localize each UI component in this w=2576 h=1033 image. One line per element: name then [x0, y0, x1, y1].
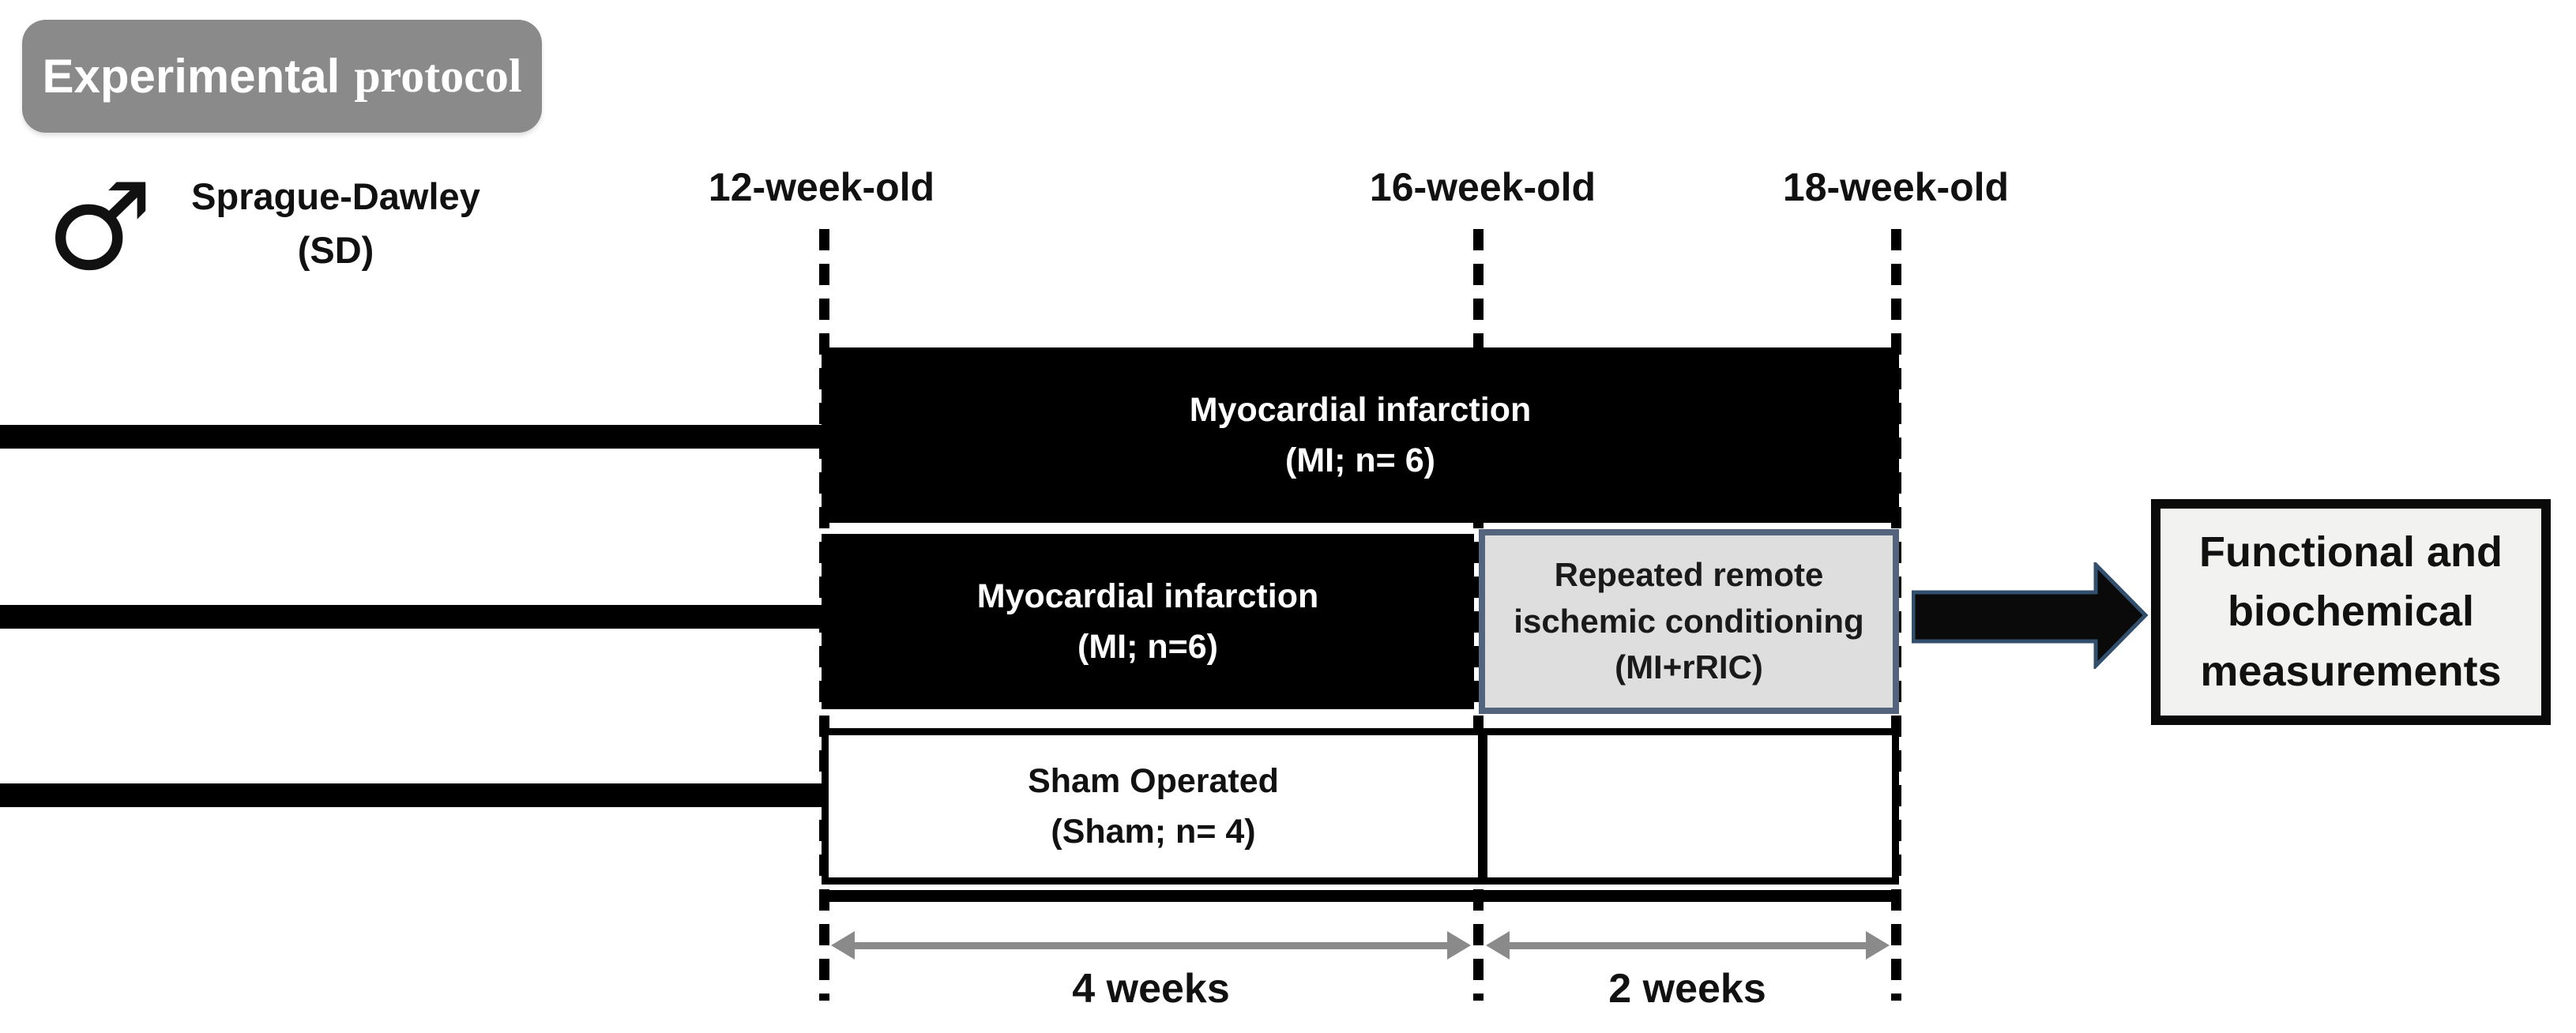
arrow-head-left-icon [1486, 931, 1510, 960]
outcome-line1: Functional and [2199, 528, 2503, 576]
outcome-arrow-icon [1912, 562, 2149, 669]
arrow-head-right-icon [1866, 931, 1890, 960]
outcome-box: Functional and biochemical measurements [2151, 499, 2551, 725]
duration-arrow-4-weeks [831, 931, 1471, 960]
title-badge: Experimental protocol [22, 20, 542, 133]
outcome-line3: measurements [2200, 647, 2502, 695]
group-mi-rric-line2: (MI; n=6) [1077, 628, 1218, 666]
group-mi-line2: (MI; n= 6) [1285, 441, 1435, 479]
group-mi-rric-line1: Myocardial infarction [976, 577, 1319, 615]
duration-label-2-weeks: 2 weeks [1608, 966, 1766, 1012]
intervention-box-rric: Repeated remote ischemic conditioning (M… [1479, 529, 1899, 714]
title-badge-word-serif: protocol [354, 50, 522, 102]
intervention-line2: ischemic conditioning [1514, 602, 1864, 640]
outcome-line2: biochemical [2227, 588, 2475, 636]
group-sham-text-cell: Sham Operated (Sham; n= 4) [829, 735, 1478, 877]
arrow-head-right-icon [1447, 931, 1471, 960]
timeline-baseline-bar [822, 890, 1899, 902]
title-badge-word-sans: Experimental [42, 50, 340, 103]
group-box-sham: Sham Operated (Sham; n= 4) [822, 728, 1899, 885]
subject-strain-line1: Sprague-Dawley [191, 175, 480, 217]
subject-strain-line2: (SD) [297, 229, 374, 272]
intervention-line3: (MI+rRIC) [1615, 648, 1763, 686]
male-symbol-icon: ♂ [46, 157, 154, 297]
lead-bar-group-mi-rric [0, 605, 825, 629]
lead-bar-group-sham [0, 783, 825, 807]
group-box-mi-rric: Myocardial infarction (MI; n=6) [822, 534, 1474, 709]
group-box-mi: Myocardial infarction (MI; n= 6) [822, 347, 1899, 523]
group-mi-line1: Myocardial infarction [1189, 390, 1532, 429]
duration-label-4-weeks: 4 weeks [1072, 966, 1230, 1012]
timepoint-label-16wk: 16-week-old [1369, 165, 1596, 209]
duration-arrow-2-weeks [1486, 931, 1890, 960]
arrow-head-left-icon [831, 931, 855, 960]
group-sham-16wk-divider [1478, 735, 1487, 877]
group-sham-line1: Sham Operated [1028, 761, 1279, 800]
intervention-line1: Repeated remote [1554, 555, 1824, 593]
group-sham-line2: (Sham; n= 4) [1051, 813, 1256, 851]
arrow-shaft [1506, 942, 1869, 949]
arrow-shaft [852, 942, 1450, 949]
subject-strain-label: Sprague-Dawley (SD) [158, 170, 513, 277]
timepoint-label-18wk: 18-week-old [1782, 165, 2010, 209]
lead-bar-group-mi [0, 425, 825, 449]
timepoint-label-12wk: 12-week-old [708, 165, 935, 209]
